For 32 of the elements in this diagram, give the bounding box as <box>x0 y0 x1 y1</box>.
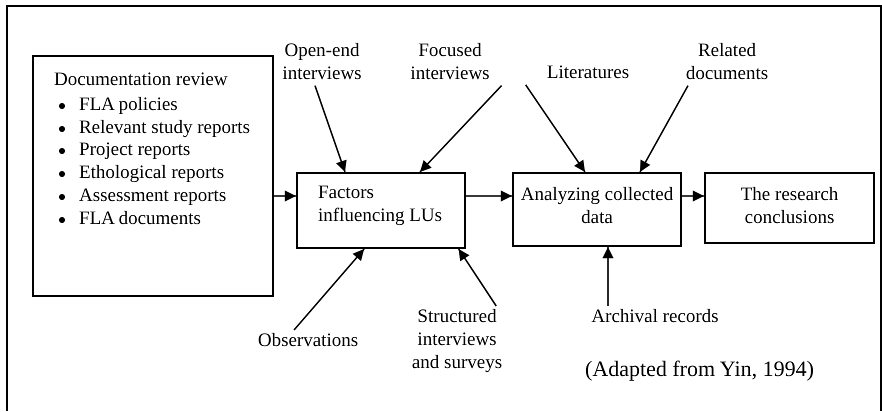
source-label: Open-end interviews <box>275 40 369 86</box>
list-item: FLA documents <box>54 208 264 231</box>
list-item: Project reports <box>54 139 264 162</box>
arrow <box>293 248 365 331</box>
process-box <box>512 172 682 247</box>
box-heading: Documentation review <box>54 69 229 92</box>
caption: (Adapted from Yin, 1994) <box>585 356 814 382</box>
source-label: Observations <box>250 330 366 353</box>
arrow <box>525 84 586 172</box>
arrow <box>314 85 347 172</box>
arrow <box>274 190 296 202</box>
box-text: The research conclusions <box>740 184 840 230</box>
arrow <box>682 190 704 202</box>
source-label: Related documents <box>675 40 779 86</box>
source-label: Structured interviews and surveys <box>405 306 509 374</box>
arrow <box>639 85 689 172</box>
source-label: Archival records <box>580 306 730 329</box>
arrow <box>602 247 614 306</box>
box-text: Factors influencing LUs <box>318 182 444 228</box>
arrow <box>458 248 497 306</box>
process-box <box>704 172 875 244</box>
document-box <box>32 55 274 297</box>
source-label: Literatures <box>540 62 636 85</box>
process-box <box>296 172 466 249</box>
source-label: Focused interviews <box>400 40 500 86</box>
list-item: Assessment reports <box>54 184 264 208</box>
box-text: Analyzing collected data <box>520 184 674 230</box>
arrow <box>419 85 502 173</box>
arrow <box>466 190 512 202</box>
list-item: FLA policies <box>54 94 264 117</box>
list-item: Ethological reports <box>54 162 264 185</box>
list-item: Relevant study reports <box>54 116 264 140</box>
